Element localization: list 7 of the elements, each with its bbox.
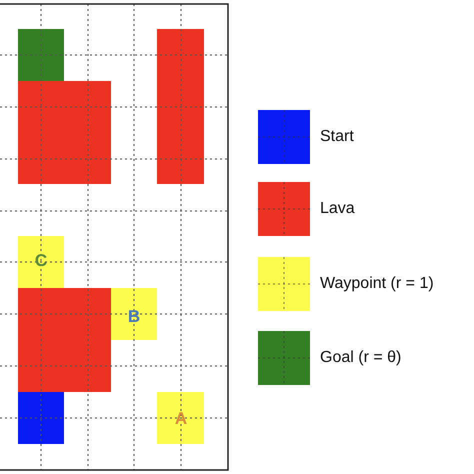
- waypoint-letter: A: [174, 409, 188, 429]
- legend-label: Goal (r = θ): [320, 349, 402, 367]
- waypoint-letter: B: [126, 307, 142, 327]
- legend-label: Lava: [320, 200, 355, 218]
- waypoint-letter: C: [34, 251, 48, 271]
- legend-label: Start: [320, 128, 354, 146]
- legend-label: Waypoint (r = 1): [320, 275, 434, 293]
